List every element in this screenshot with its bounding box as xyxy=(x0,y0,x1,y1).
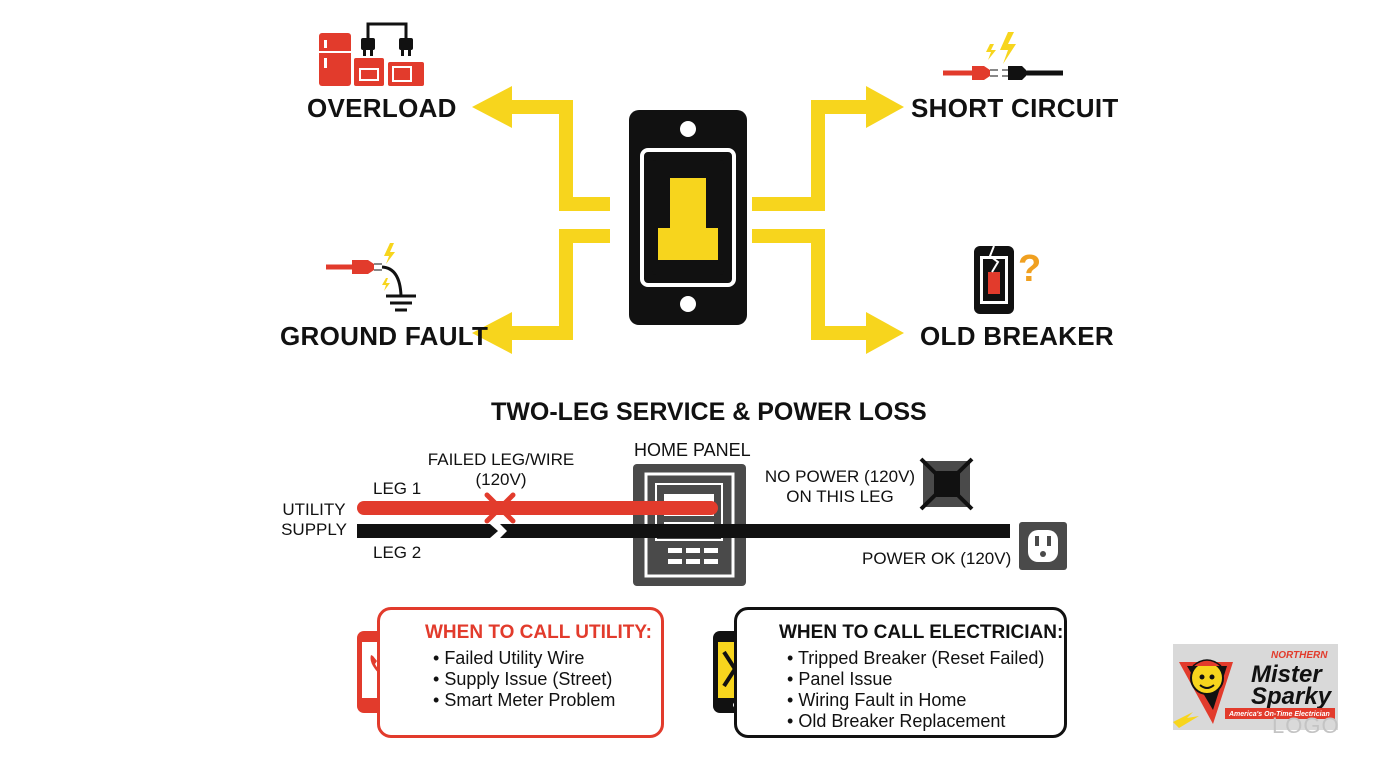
overload-label: OVERLOAD xyxy=(307,93,457,123)
arrowhead-old-breaker xyxy=(866,312,904,354)
no-power-line2: ON THIS LEG xyxy=(786,487,894,506)
logo-placeholder: NORTHERN Mister Sparky America's On-Time… xyxy=(1173,644,1338,730)
call-electrician-title: WHEN TO CALL ELECTRICIAN: xyxy=(779,622,1064,643)
list-item: Failed Utility Wire xyxy=(433,648,661,669)
arrow-to-ground-fault xyxy=(512,229,610,340)
leg-2-wire-right xyxy=(500,524,1010,538)
leg-1-label: LEG 1 xyxy=(373,479,422,498)
utility-supply-line2: SUPPLY xyxy=(281,520,347,539)
logo-placeholder-text: LOGO xyxy=(1272,713,1340,738)
arrowhead-overload xyxy=(472,86,512,128)
leg-2-label: LEG 2 xyxy=(373,543,422,562)
arrowhead-short-circuit xyxy=(866,86,904,128)
call-utility-card: WHEN TO CALL UTILITY: Failed Utility Wir… xyxy=(377,607,664,738)
old-breaker-icon xyxy=(974,245,1014,314)
logo-tagline: America's On-Time Electrician xyxy=(1228,711,1330,718)
leg-2-wire-left xyxy=(357,524,498,538)
mister-sparky-logo-icon: NORTHERN Mister Sparky America's On-Time… xyxy=(1173,650,1335,728)
call-electrician-card: WHEN TO CALL ELECTRICIAN: Tripped Breake… xyxy=(734,607,1067,738)
list-item: Tripped Breaker (Reset Failed) xyxy=(787,648,1064,669)
list-item: Smart Meter Problem xyxy=(433,690,661,711)
call-electrician-list: Tripped Breaker (Reset Failed) Panel Iss… xyxy=(787,648,1064,732)
arrow-to-old-breaker xyxy=(752,229,866,340)
arrow-to-short-circuit xyxy=(752,100,866,211)
arrow-to-overload xyxy=(512,100,610,211)
section-title: TWO-LEG SERVICE & POWER LOSS xyxy=(491,398,927,426)
list-item: Panel Issue xyxy=(787,669,1064,690)
ground-fault-label: GROUND FAULT xyxy=(280,321,489,351)
failed-leg-text: FAILED LEG/WIRE xyxy=(427,450,575,469)
failed-leg-label: FAILED LEG/WIRE (120V) xyxy=(420,450,582,490)
call-utility-title: WHEN TO CALL UTILITY: xyxy=(425,622,652,643)
question-mark-icon: ? xyxy=(1018,248,1041,290)
utility-supply-line1: UTILITY xyxy=(282,500,346,519)
leg-1-wire-panel xyxy=(620,501,718,515)
list-item: Old Breaker Replacement xyxy=(787,711,1064,732)
logo-brand-line2: Sparky xyxy=(1251,683,1333,710)
no-power-icon xyxy=(919,457,974,511)
list-item: Supply Issue (Street) xyxy=(433,669,661,690)
no-power-label: NO POWER (120V) ON THIS LEG xyxy=(762,467,918,507)
logo-brand-line1: Mister xyxy=(1251,661,1323,688)
list-item: Wiring Fault in Home xyxy=(787,690,1064,711)
failed-wire-x-icon xyxy=(484,492,516,524)
short-circuit-label: SHORT CIRCUIT xyxy=(911,93,1119,123)
power-ok-label: POWER OK (120V) xyxy=(862,549,1012,568)
logo-brand-top: NORTHERN xyxy=(1271,650,1328,661)
failed-leg-voltage: (120V) xyxy=(475,470,527,489)
old-breaker-label: OLD BREAKER xyxy=(920,321,1114,351)
appliances-overload-icon xyxy=(319,22,424,86)
short-circuit-plugs-icon xyxy=(943,32,1063,80)
breaker-switch-icon xyxy=(629,110,747,325)
utility-supply-label: UTILITY SUPPLY xyxy=(278,500,350,540)
arrowhead-ground-fault xyxy=(472,312,512,354)
power-outlet-icon xyxy=(1019,522,1067,570)
ground-fault-plug-icon xyxy=(326,243,416,312)
home-panel-label: HOME PANEL xyxy=(634,440,751,460)
call-utility-list: Failed Utility Wire Supply Issue (Street… xyxy=(433,648,661,711)
no-power-line1: NO POWER (120V) xyxy=(764,467,916,486)
